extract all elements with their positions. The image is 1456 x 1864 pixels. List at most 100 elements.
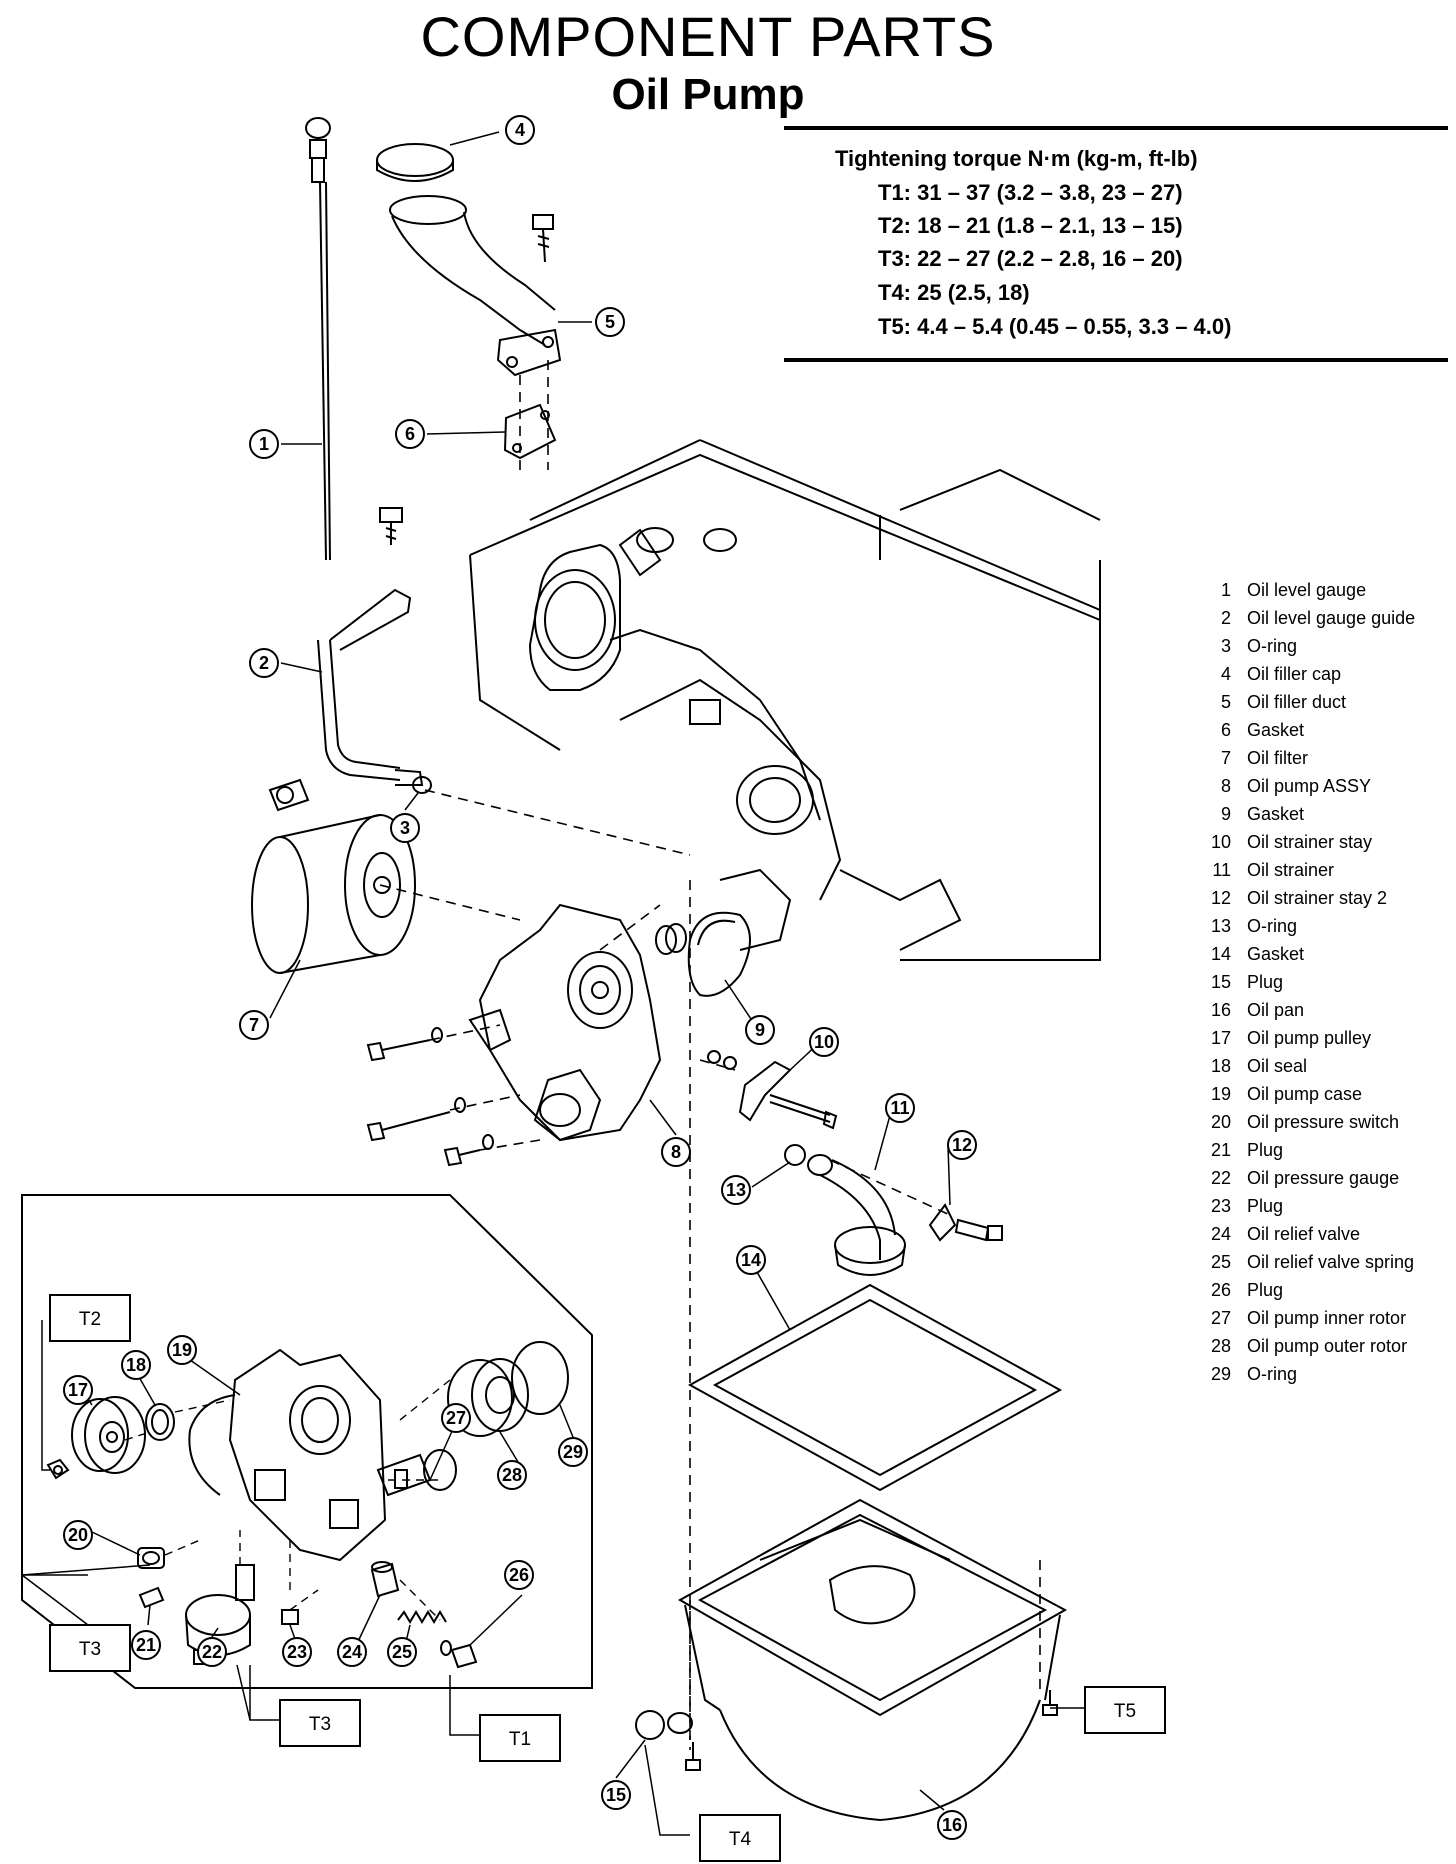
parts-legend-number: 18	[1210, 1056, 1231, 1076]
callout-circle	[601, 1780, 631, 1810]
parts-legend-number: 5	[1220, 692, 1231, 712]
parts-legend-number: 4	[1220, 664, 1231, 684]
parts-legend-name: Plug	[1247, 1196, 1284, 1216]
parts-legend-name: Oil pump pulley	[1247, 1028, 1372, 1048]
parts-legend-name: O-ring	[1247, 1364, 1298, 1384]
parts-legend-number: 29	[1210, 1364, 1231, 1384]
parts-legend-item: 7 Oil filter	[1195, 748, 1308, 769]
callout-number: 14	[741, 1250, 761, 1270]
callout-circle	[736, 1245, 766, 1275]
callout-circle	[121, 1350, 151, 1380]
torque-box-t3-left-label: T3	[79, 1639, 101, 1660]
callout-circle	[282, 1637, 312, 1667]
parts-legend-name: Oil filter	[1247, 748, 1309, 768]
torque-box-t2-label: T2	[79, 1309, 101, 1330]
callout-circle	[504, 1560, 534, 1590]
parts-legend-name: Oil pump inner rotor	[1247, 1308, 1407, 1328]
callout-circle	[721, 1175, 751, 1205]
pump-bolts-drawing	[366, 1027, 494, 1167]
parts-legend-name: Oil pump case	[1247, 1084, 1363, 1104]
torque-box-t5-label: T5	[1114, 1701, 1136, 1722]
callout-circle	[497, 1460, 527, 1490]
parts-legend-number: 11	[1212, 860, 1231, 880]
parts-legend-number: 16	[1210, 1000, 1231, 1020]
parts-legend-item: 18 Oil seal	[1195, 1056, 1307, 1077]
oil-level-gauge-drawing	[305, 117, 331, 561]
parts-legend-name: Plug	[1247, 1280, 1284, 1300]
callout-circle	[661, 1137, 691, 1167]
parts-legend-number: 12	[1210, 888, 1231, 908]
torque-box-t3-left	[49, 1624, 131, 1672]
callout-circle	[249, 648, 279, 678]
parts-legend-number: 17	[1210, 1028, 1231, 1048]
parts-legend-name: Plug	[1247, 972, 1284, 992]
callout-number: 18	[126, 1355, 146, 1375]
parts-legend-name: Gasket	[1247, 944, 1305, 964]
parts-legend-name: Oil relief valve	[1247, 1224, 1361, 1244]
parts-legend-name: Oil pump outer rotor	[1247, 1336, 1408, 1356]
parts-legend-name: Oil seal	[1247, 1056, 1308, 1076]
oil-pump-outer-rotor-drawing	[447, 1358, 529, 1437]
parts-legend-item: 29 O-ring	[1195, 1364, 1297, 1385]
parts-legend-item: 3 O-ring	[1195, 636, 1297, 657]
parts-legend-name: Gasket	[1247, 804, 1305, 824]
parts-legend-name: Oil level gauge	[1247, 580, 1367, 600]
guide-bolt-drawing	[379, 507, 403, 545]
callout-number: 5	[605, 312, 615, 332]
torque-box-t2	[49, 1294, 131, 1342]
plug-23-drawing	[281, 1609, 299, 1625]
oil-relief-valve-drawing	[370, 1561, 400, 1598]
parts-legend-number: 6	[1220, 720, 1231, 740]
callout-number: 6	[405, 424, 415, 444]
parts-legend-item: 5 Oil filler duct	[1195, 692, 1346, 713]
gasket-14-drawing	[687, 1283, 1063, 1492]
parts-legend-number: 14	[1210, 944, 1231, 964]
oil-pump-inner-rotor-drawing	[376, 1449, 457, 1497]
plug-15-drawing	[635, 1710, 693, 1740]
torque-box-t1-label: T1	[509, 1729, 531, 1750]
callout-circle	[63, 1375, 93, 1405]
parts-legend-name: O-ring	[1247, 636, 1298, 656]
parts-legend-number: 20	[1210, 1112, 1231, 1132]
parts-legend-item: 17 Oil pump pulley	[1195, 1028, 1371, 1049]
oil-filler-duct-drawing	[389, 195, 562, 377]
parts-legend-number: 3	[1220, 636, 1231, 656]
gasket-6-drawing	[503, 403, 557, 460]
callout-number: 7	[249, 1015, 259, 1035]
parts-legend-name: Oil filler duct	[1247, 692, 1347, 712]
callout-circle	[249, 429, 279, 459]
callout-number: 10	[814, 1032, 834, 1052]
callout-number: 25	[392, 1642, 412, 1662]
callout-number: 21	[136, 1635, 156, 1655]
pulley-bolt-drawing	[46, 1458, 70, 1480]
alignment-lines	[379, 360, 1041, 1750]
torque-box-t3-bottom	[279, 1699, 361, 1747]
parts-legend-number: 7	[1220, 748, 1231, 768]
oil-pump-pulley-drawing	[71, 1396, 146, 1474]
callout-circle	[337, 1637, 367, 1667]
torque-spec-t3: T3: 22 – 27 (2.2 – 2.8, 16 – 20)	[878, 246, 1183, 271]
torque-box-t3-bottom-label: T3	[309, 1714, 331, 1735]
oil-pressure-switch-drawing	[137, 1547, 165, 1569]
callout-circle	[131, 1630, 161, 1660]
callout-circle	[390, 813, 420, 843]
callout-number: 16	[942, 1815, 962, 1835]
callout-number: 28	[502, 1465, 522, 1485]
parts-legend-item: 12 Oil strainer stay 2	[1195, 888, 1387, 909]
callout-circle	[595, 307, 625, 337]
callout-leaders	[76, 131, 951, 1811]
parts-legend-name: Oil strainer stay 2	[1247, 888, 1388, 908]
